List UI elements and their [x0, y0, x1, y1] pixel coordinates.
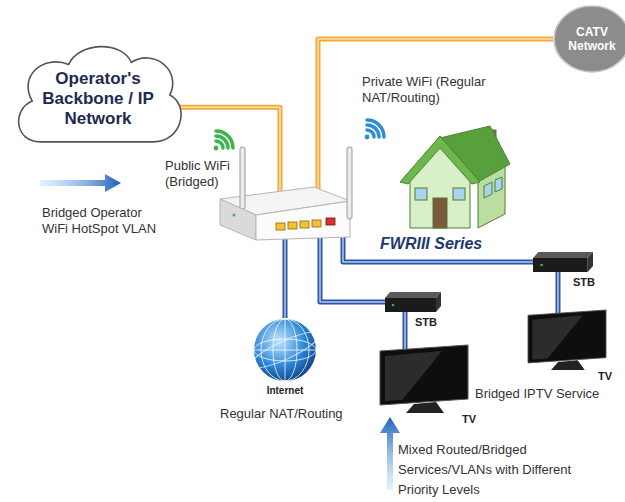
router-device: FWRIII Series: [218, 185, 352, 240]
backbone-cloud: Operator's Backbone / IP Network: [12, 40, 184, 152]
router-part: [240, 147, 245, 209]
wifi-icon: [214, 131, 233, 150]
node-text: FWRIII Series: [380, 235, 482, 253]
tv-part: [551, 360, 585, 370]
connector-line: [556, 272, 561, 318]
node-text: STB: [573, 276, 595, 289]
wifi-dot: [365, 135, 370, 140]
wifi-arc: [367, 125, 379, 137]
flow-arrow: [380, 417, 400, 490]
connector-highlight: [284, 236, 286, 318]
node-text: TV: [462, 413, 476, 426]
connector-highlight: [343, 236, 533, 262]
tv-part: [380, 345, 468, 405]
tv-set: TV: [380, 345, 468, 413]
annotation-label: Public WiFi (Bridged): [165, 158, 245, 190]
connector-line: [343, 236, 533, 262]
annotation-label: Bridged Operator WiFi HotSpot VLAN: [42, 205, 167, 237]
connector-highlight: [320, 236, 385, 302]
catv-part: [554, 6, 625, 72]
connector-highlight: [557, 272, 559, 318]
set-top-box: STB: [385, 292, 441, 312]
wifi-arc: [367, 120, 384, 137]
wifi-arc: [216, 131, 233, 148]
stb-part: [392, 304, 395, 307]
router-part: [220, 199, 256, 240]
tv-shape: [528, 310, 606, 370]
globe-part: [247, 319, 323, 381]
router-part: [288, 222, 297, 229]
annotation-label: Private WiFi (Regular NAT/Routing): [362, 74, 502, 106]
house-window: [484, 182, 492, 198]
node-text: Operator's Backbone / IP Network: [36, 69, 160, 129]
connector-highlight: [404, 312, 406, 353]
tv-part: [528, 310, 606, 363]
connector-line: [320, 236, 385, 302]
cloud-part: [19, 47, 181, 142]
router-part: [276, 223, 285, 230]
stb-part: [533, 258, 588, 272]
house-door: [433, 198, 447, 228]
connector-line: [283, 236, 288, 318]
ethernet-connector: [320, 236, 385, 302]
ethernet-connector: [558, 272, 559, 318]
stb-shape: [533, 252, 593, 272]
stb-part: [385, 292, 441, 298]
catv-circle: CATV Network: [553, 5, 625, 73]
internet-globe: Internet: [253, 318, 317, 382]
node-text: STB: [415, 316, 437, 329]
node-text: TV: [598, 370, 612, 383]
annotation-label: Regular NAT/Routing: [220, 406, 380, 422]
router-part: [300, 221, 309, 228]
tv-set: TV: [528, 310, 606, 370]
stb-shape: [385, 292, 441, 312]
stb-part: [588, 252, 593, 272]
node-text: Internet: [253, 385, 317, 397]
globe-part: [247, 326, 323, 374]
connector-line: [403, 312, 408, 353]
annotation-label: Mixed Routed/Bridged Services/VLANs with…: [398, 440, 573, 500]
wifi-dot: [214, 146, 219, 151]
tv-part: [406, 402, 444, 413]
router-part: [233, 214, 236, 217]
ethernet-connector: [343, 236, 533, 262]
tv-shape: [380, 345, 468, 413]
house-window: [415, 188, 427, 200]
house-window: [453, 188, 465, 200]
ethernet-connector: [405, 312, 406, 353]
flow-arrow: [40, 174, 121, 192]
router-shape: [218, 185, 352, 240]
house-front-roof: [400, 136, 480, 184]
globe-shape: [253, 318, 317, 382]
router-part: [347, 147, 352, 219]
house-illustration: [400, 126, 510, 228]
stb-part: [540, 264, 543, 267]
globe-part: [285, 319, 286, 381]
router-part: [312, 220, 321, 227]
ethernet-connector: [285, 236, 286, 318]
node-text: CATV Network: [563, 25, 621, 53]
tv-part: [385, 351, 442, 401]
wifi-icon: [365, 120, 384, 139]
globe-part: [254, 319, 316, 381]
tv-part: [532, 315, 583, 359]
stb-part: [436, 292, 441, 312]
house-window: [495, 177, 502, 192]
router-part: [326, 218, 335, 225]
router-part: [256, 201, 350, 240]
wifi-arc: [216, 136, 228, 148]
stb-part: [385, 298, 436, 312]
set-top-box: STB: [533, 252, 593, 272]
annotation-label: Bridged IPTV Service: [475, 386, 620, 402]
stb-part: [533, 252, 593, 258]
